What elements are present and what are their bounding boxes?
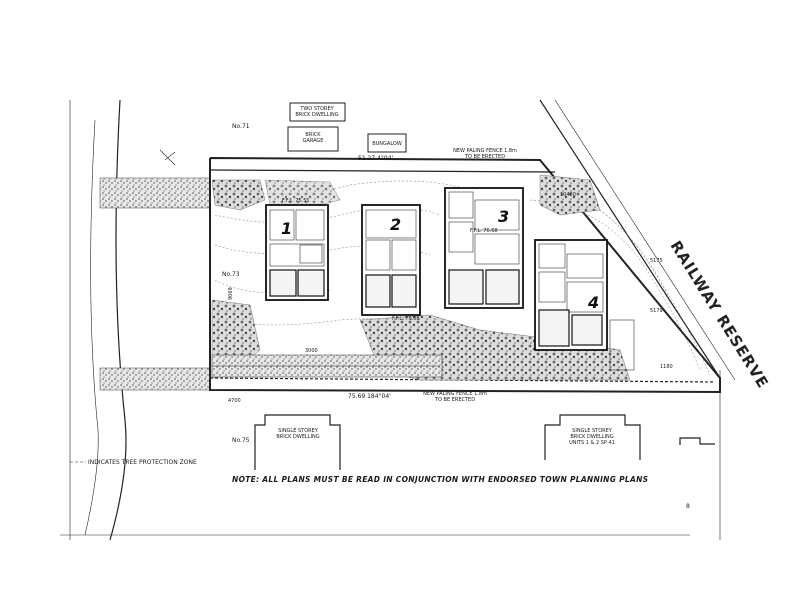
site-contours bbox=[214, 180, 711, 376]
driveway-crossover-bottom bbox=[99, 367, 211, 391]
bottom-boundary-label: 75.69 184°04' bbox=[348, 393, 391, 400]
no71-label: No.71 bbox=[232, 123, 250, 130]
unit-2: 2 F.F.L. 76.08 bbox=[361, 204, 421, 322]
unit-2-ffl: F.F.L. 76.08 bbox=[392, 316, 420, 322]
brick-garage bbox=[287, 126, 339, 152]
dim-9069: 9069 bbox=[228, 287, 234, 300]
street-edge-left bbox=[69, 99, 211, 541]
unit-1-ffl: F.F.L. 75.51 bbox=[282, 198, 310, 204]
dim-5179: 5179 bbox=[650, 308, 663, 314]
top-boundary-label: 51.27 4°04' bbox=[358, 155, 394, 162]
common-driveway bbox=[211, 354, 443, 378]
tree-protection-legend: INDICATES TREE PROTECTION ZONE bbox=[70, 459, 197, 466]
unit-1: 1 F.F.L. 75.51 9069 No.73 bbox=[222, 198, 329, 301]
sheet-frame bbox=[60, 370, 721, 540]
bungalow-building bbox=[367, 133, 407, 153]
plan-note: NOTE: ALL PLANS MUST BE READ IN CONJUNCT… bbox=[232, 475, 648, 484]
dim-1180: 1180 bbox=[660, 364, 673, 370]
dim-4700: 4700 bbox=[228, 398, 241, 404]
unit-4: 4 bbox=[534, 239, 635, 371]
unit-3-number: 3 bbox=[498, 207, 509, 226]
unit-1-number: 1 bbox=[281, 219, 292, 238]
unit-4-number: 4 bbox=[587, 293, 599, 312]
tree-protection-label: INDICATES TREE PROTECTION ZONE bbox=[88, 459, 197, 466]
dim-5175: 5175 bbox=[650, 258, 663, 264]
dim-10480: 10480 bbox=[560, 192, 576, 198]
dim-3000: 3000 bbox=[305, 348, 318, 354]
no73-label: No.73 bbox=[222, 271, 240, 278]
driveway-crossover-top bbox=[99, 177, 211, 209]
no75-label: No.75 bbox=[232, 437, 250, 444]
bungalow-label: BUNGALOW bbox=[372, 141, 402, 147]
unit-3-ffl: F.F.L. 76.68 bbox=[470, 228, 498, 234]
unit-3: 3 F.F.L. 76.68 bbox=[444, 187, 524, 309]
unit-2-number: 2 bbox=[390, 215, 401, 234]
dimension-labels: 3000 4700 10480 5175 5179 1180 bbox=[228, 192, 673, 404]
railway-reserve-label: RAILWAY RESERVE bbox=[667, 238, 773, 392]
page-mark: 8 bbox=[686, 503, 690, 510]
two-storey-dwelling bbox=[289, 102, 346, 122]
